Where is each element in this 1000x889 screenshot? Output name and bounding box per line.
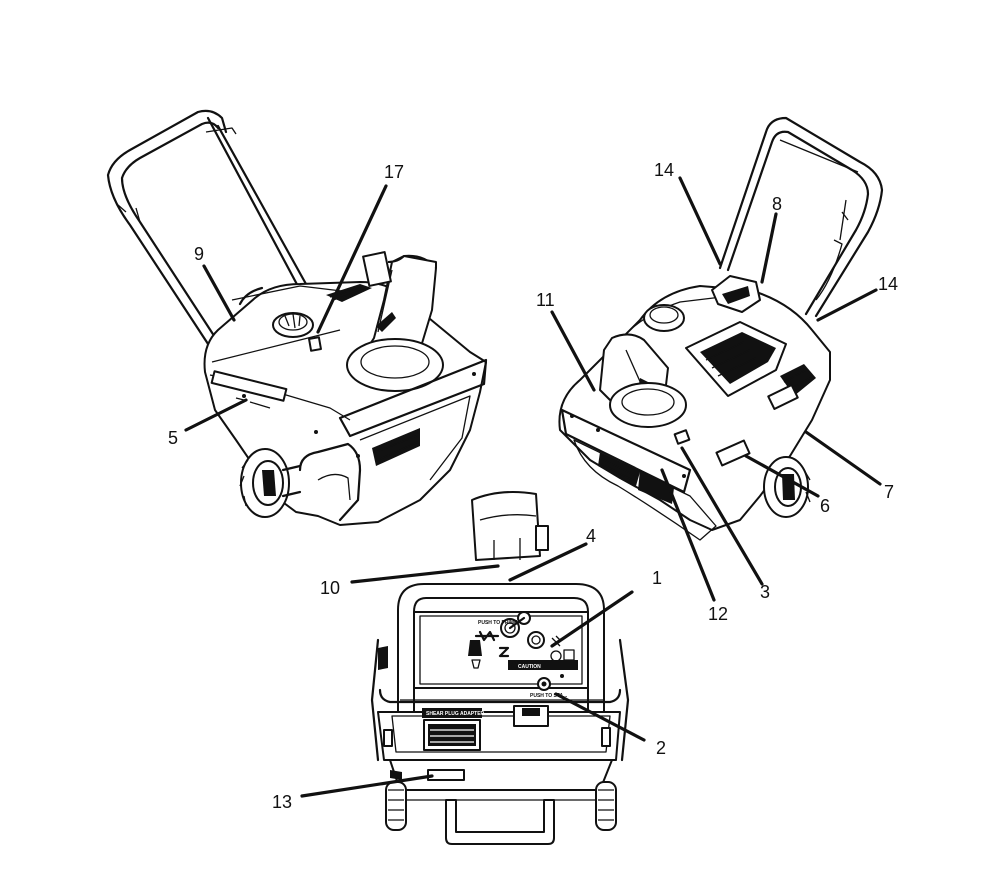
leader-5 bbox=[184, 398, 248, 432]
leader-4 bbox=[508, 542, 588, 582]
push-to-prime-text: PUSH TO PRIME bbox=[478, 620, 518, 626]
leader-3 bbox=[680, 446, 764, 586]
callout-14-right: 14 bbox=[878, 274, 898, 294]
callout-labels: 1 2 3 4 5 6 7 8 9 10 11 12 13 14 14 17 bbox=[168, 160, 898, 812]
left-view-snowthrower bbox=[106, 109, 488, 526]
callout-14-top: 14 bbox=[654, 160, 674, 180]
callout-leaders bbox=[184, 176, 882, 798]
leader-13 bbox=[300, 774, 434, 798]
leader-7 bbox=[804, 430, 882, 486]
leader-11 bbox=[550, 310, 596, 392]
callout-2: 2 bbox=[656, 738, 666, 758]
leader-10 bbox=[350, 564, 500, 584]
leader-14-right bbox=[816, 288, 878, 322]
callout-9: 9 bbox=[194, 244, 204, 264]
leader-17 bbox=[316, 184, 388, 334]
callout-17: 17 bbox=[384, 162, 404, 182]
rear-view-snowthrower: PUSH TO PRIME CAUTION PUSH TO STA... SHE… bbox=[370, 491, 630, 845]
callout-13: 13 bbox=[272, 792, 292, 812]
callout-11: 11 bbox=[536, 290, 555, 310]
callout-7: 7 bbox=[884, 482, 894, 502]
callout-5: 5 bbox=[168, 428, 178, 448]
leader-12 bbox=[660, 468, 716, 602]
caution-text: CAUTION bbox=[518, 664, 541, 670]
push-to-start-text: PUSH TO STA... bbox=[530, 693, 568, 699]
callout-1: 1 bbox=[652, 568, 662, 588]
callout-12: 12 bbox=[708, 604, 728, 624]
callout-10: 10 bbox=[320, 578, 340, 598]
leader-2 bbox=[554, 692, 646, 742]
leader-8 bbox=[760, 212, 778, 284]
callout-3: 3 bbox=[760, 582, 770, 602]
leader-6 bbox=[744, 454, 820, 498]
shear-plug-adapter-text: SHEAR PLUG ADAPTER bbox=[426, 711, 485, 717]
callout-8: 8 bbox=[772, 194, 782, 214]
right-view-snowthrower bbox=[558, 116, 884, 541]
leader-14-top bbox=[678, 176, 722, 266]
leader-1 bbox=[550, 590, 634, 648]
callout-4: 4 bbox=[586, 526, 596, 546]
leader-9 bbox=[202, 264, 236, 322]
callout-6: 6 bbox=[820, 496, 830, 516]
